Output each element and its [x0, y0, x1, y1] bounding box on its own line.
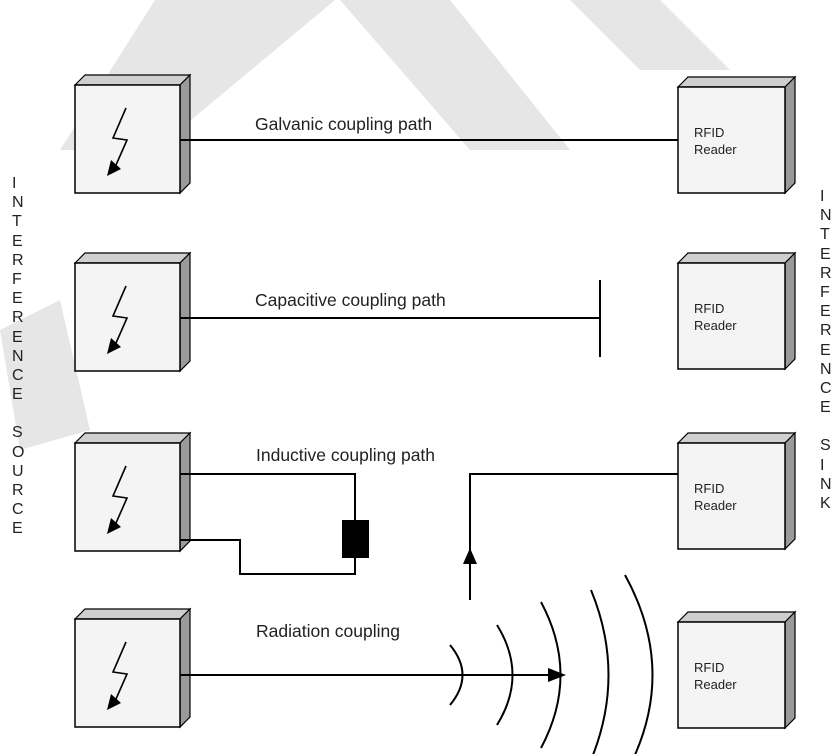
galvanic-path-label: Galvanic coupling path — [255, 114, 432, 134]
sink-letter: R — [820, 264, 831, 282]
source-letter: U — [12, 462, 24, 480]
capacitive-path-label: Capacitive coupling path — [255, 290, 446, 310]
source-letter — [12, 404, 32, 423]
sink-letter: I — [820, 188, 825, 205]
source-box-galvanic — [73, 73, 192, 195]
sink-letter: E — [820, 303, 831, 321]
source-letter: F — [12, 270, 22, 288]
source-letter: E — [12, 290, 23, 308]
source-letter: C — [12, 501, 24, 519]
sink-letter: N — [820, 475, 831, 493]
sink-letter: S — [820, 437, 831, 455]
reader-label-line1: RFID — [694, 481, 724, 496]
source-letter: S — [12, 424, 23, 442]
sink-letter: T — [820, 226, 830, 244]
source-letter: R — [12, 251, 24, 269]
reader-label-line2: Reader — [694, 142, 737, 157]
source-letter: E — [12, 328, 23, 346]
lightning-icon — [107, 285, 129, 354]
sink-letter: E — [820, 341, 831, 359]
sink-letter: C — [820, 379, 831, 397]
sink-letter: F — [820, 283, 830, 301]
watermark — [0, 0, 730, 450]
inductive-receiver-wire — [469, 473, 678, 600]
source-letter: R — [12, 482, 24, 499]
source-letter: E — [12, 232, 23, 250]
source-letter: R — [12, 309, 24, 327]
sink-letter: N — [820, 360, 831, 378]
source-box-capacitive — [73, 251, 192, 373]
lightning-icon — [107, 641, 129, 710]
inductive-arrow — [463, 548, 477, 564]
lightning-icon — [107, 107, 129, 176]
source-letter: E — [12, 520, 23, 538]
lightning-icon — [107, 465, 129, 534]
source-box-radiation — [73, 607, 192, 729]
source-letter: N — [12, 194, 24, 212]
reader-label-line1: RFID — [694, 660, 724, 675]
reader-box-radiation: RFID Reader — [676, 610, 797, 730]
inductive-path-label: Inductive coupling path — [256, 445, 435, 465]
inductor-element — [342, 520, 369, 558]
reader-label-line1: RFID — [694, 301, 724, 316]
inductive-loop-wire — [180, 473, 356, 520]
sink-letter — [820, 417, 831, 436]
source-letter: E — [12, 386, 23, 404]
sink-letter: N — [820, 207, 831, 225]
reader-label-line1: RFID — [694, 125, 724, 140]
source-letter: N — [12, 347, 24, 365]
sink-letter: K — [820, 495, 831, 512]
source-box-inductive — [73, 431, 192, 553]
inductive-loop-return — [180, 539, 356, 575]
radiation-waves — [449, 574, 654, 754]
sink-letter: E — [820, 399, 831, 417]
sink-letter: I — [820, 456, 825, 474]
source-letter: O — [12, 443, 25, 461]
reader-label-line2: Reader — [694, 677, 737, 692]
reader-box-inductive: RFID Reader — [676, 431, 797, 551]
source-letter: C — [12, 366, 24, 384]
sink-letter: R — [820, 322, 831, 340]
reader-label-line2: Reader — [694, 318, 737, 333]
radiation-arrow — [548, 668, 566, 682]
reader-box-capacitive: RFID Reader — [676, 251, 797, 371]
radiation-path-label: Radiation coupling — [256, 621, 400, 641]
source-letter: T — [12, 213, 22, 231]
source-letter: I — [12, 175, 17, 192]
reader-box-galvanic: RFID Reader — [676, 75, 797, 195]
reader-label-line2: Reader — [694, 498, 737, 513]
sink-letter: E — [820, 245, 831, 263]
